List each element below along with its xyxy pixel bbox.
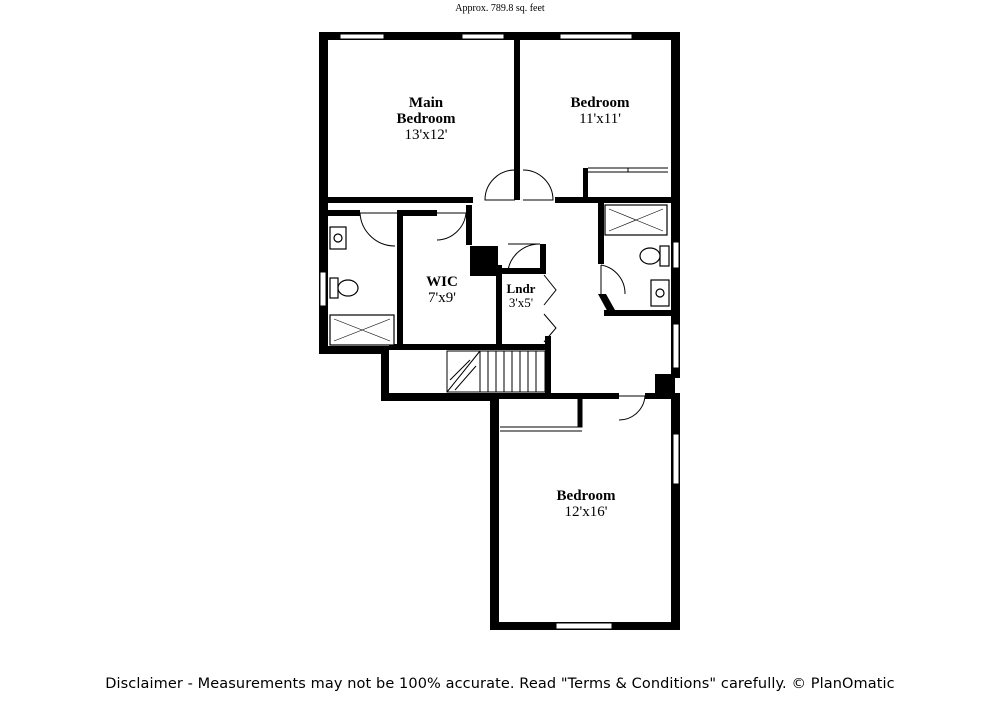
wall-mb-b2 xyxy=(514,40,520,200)
wall-south-mid xyxy=(381,393,499,401)
toilet-bowl xyxy=(337,279,359,297)
room-name: Bedroom xyxy=(570,95,630,111)
wall-lndr-west xyxy=(496,265,502,350)
area-label: Approx. 789.8 sq. feet xyxy=(455,3,545,14)
door-swing xyxy=(522,169,554,201)
room-dims: 13'x12' xyxy=(404,127,448,143)
room-name: Main xyxy=(408,95,444,111)
wall-bed3-east xyxy=(671,393,680,630)
fixtures xyxy=(329,204,670,346)
room-dims: 11'x11' xyxy=(579,111,621,127)
room-laundry: Lndr 3'x5' xyxy=(507,282,536,310)
window xyxy=(672,323,680,369)
room-name: Bedroom xyxy=(396,111,456,127)
wall-lndr-ne xyxy=(540,244,546,274)
window xyxy=(559,33,633,40)
wall-bath2-west xyxy=(598,200,604,264)
room-name: Lndr xyxy=(506,281,536,296)
wall-lndr-north xyxy=(496,268,544,274)
door-swing xyxy=(484,169,516,201)
wall-west-jog xyxy=(319,346,389,354)
window xyxy=(319,271,327,307)
closet-wall xyxy=(577,398,583,428)
door-swing xyxy=(600,264,626,295)
wall-wic-east xyxy=(466,205,472,245)
walls xyxy=(319,32,680,630)
wall-wic-west xyxy=(397,210,403,350)
toilet-tank xyxy=(659,245,670,267)
room-main-bedroom: Main Bedroom 13'x12' xyxy=(397,95,456,143)
door-swing xyxy=(436,212,467,241)
bifold-door xyxy=(543,274,557,306)
window xyxy=(339,33,385,40)
doors xyxy=(359,167,668,432)
window xyxy=(461,33,505,40)
door-swing xyxy=(359,212,397,247)
chase xyxy=(470,246,498,276)
wall-bed3-north-r xyxy=(645,393,680,399)
wall-west-upper xyxy=(319,32,328,354)
room-name: WIC xyxy=(426,274,458,290)
wall-east-upper xyxy=(671,32,680,378)
wall-mb-south xyxy=(328,197,473,203)
windows xyxy=(319,33,680,630)
door-swing xyxy=(618,395,646,421)
wall-bath2-south xyxy=(604,310,671,316)
wall-bed3-west xyxy=(490,393,499,630)
disclaimer: Disclaimer - Measurements may not be 100… xyxy=(105,676,895,692)
room-name: Bedroom xyxy=(556,488,616,504)
wall-wic-north xyxy=(397,210,437,216)
window xyxy=(672,433,680,485)
wall-stair-east xyxy=(545,336,551,396)
stairs xyxy=(446,350,546,393)
wall-bath1-north xyxy=(328,210,360,216)
wall-pillar xyxy=(655,374,675,394)
wall-hall-north xyxy=(389,344,551,350)
wall-b2-south xyxy=(555,197,671,203)
tub-hatch xyxy=(608,208,664,232)
bifold-door xyxy=(543,313,557,343)
sink-basin xyxy=(333,233,343,243)
room-dims: 7'x9' xyxy=(428,290,456,306)
sliding-door xyxy=(588,167,668,173)
room-bedroom-3: Bedroom 12'x16' xyxy=(557,488,616,520)
wall-closet-b2 xyxy=(583,168,588,200)
toilet-tank xyxy=(329,277,339,299)
room-dims: 12'x16' xyxy=(564,504,608,520)
door-swing xyxy=(507,243,541,271)
sink-basin xyxy=(655,288,665,298)
toilet-bowl xyxy=(639,247,661,265)
room-wic: WIC 7'x9' xyxy=(426,274,458,306)
wall-west-lower-jog xyxy=(381,346,389,400)
sliding-door xyxy=(500,426,582,432)
shower-hatch xyxy=(333,318,391,342)
room-bedroom-2: Bedroom 11'x11' xyxy=(571,95,630,127)
room-dims: 3'x5' xyxy=(508,295,534,310)
wall-bed3-north xyxy=(499,393,619,399)
wall-bath2-angle xyxy=(598,294,615,316)
window xyxy=(672,241,680,269)
window xyxy=(555,622,613,630)
